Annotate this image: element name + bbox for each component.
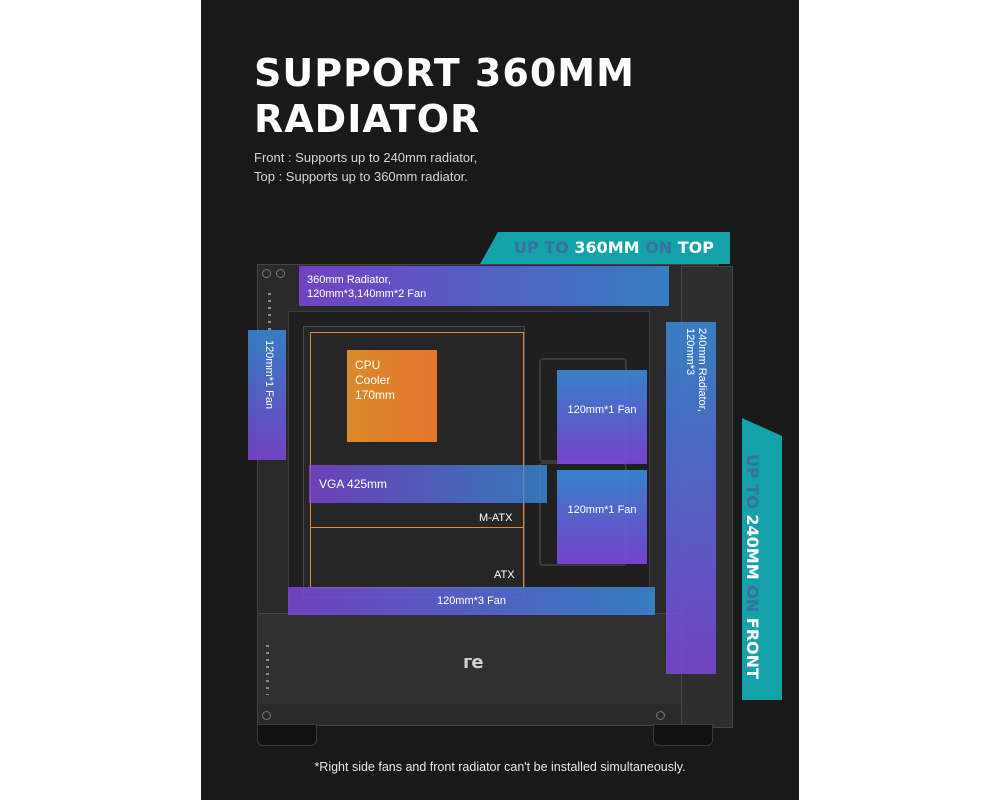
cpu-cooler-zone: CPU Cooler 170mm	[347, 350, 437, 442]
top-radiator-label-1: 360mm Radiator,	[307, 274, 391, 286]
headline: SUPPORT 360MM RADIATOR	[254, 50, 635, 142]
bottom-fans-label: 120mm*3 Fan	[436, 595, 507, 607]
screw	[262, 711, 271, 720]
product-panel: SUPPORT 360MM RADIATOR Front : Supports …	[201, 0, 799, 800]
front-banner-text: UP TO 240MM ON FRONT	[743, 454, 762, 679]
front-banner-part-2: 240MM	[743, 514, 762, 580]
front-banner	[742, 418, 782, 700]
side-fan-bottom-label: 120mm*1 Fan	[567, 504, 637, 516]
headline-line-2: RADIATOR	[254, 97, 481, 141]
top-banner-part-3: ON	[639, 238, 678, 257]
rear-fan-label: 120mm*1 Fan	[263, 340, 275, 410]
cpu-label-3: 170mm	[355, 388, 396, 402]
top-radiator-label-2: 120mm*3,140mm*2 Fan	[307, 288, 427, 300]
case-foot-left	[257, 724, 317, 746]
top-banner: UP TO 360MM ON TOP	[480, 232, 730, 264]
vent-dots-top-left	[268, 293, 271, 333]
case-foot-right	[653, 724, 713, 746]
matx-label: M-ATX	[479, 512, 513, 524]
vga-zone: VGA 425mm	[309, 465, 547, 503]
side-fan-top-zone: 120mm*1 Fan	[557, 370, 647, 464]
subtitle-line-1: Front : Supports up to 240mm radiator,	[254, 150, 478, 165]
rear-fan-zone: 120mm*1 Fan	[248, 330, 286, 460]
front-banner-part-4: FRONT	[743, 617, 762, 679]
side-fan-top-label: 120mm*1 Fan	[567, 404, 637, 416]
screw	[276, 269, 285, 278]
top-banner-part-1: UP TO	[513, 238, 575, 257]
front-radiator-label-1: 240mm Radiator,	[696, 328, 708, 412]
front-radiator-zone: 240mm Radiator, 120mm*3	[666, 322, 716, 674]
matx-outline	[310, 332, 524, 528]
brand-logo: ге	[463, 652, 484, 673]
top-radiator-zone: 360mm Radiator, 120mm*3,140mm*2 Fan	[299, 266, 669, 306]
cpu-label-2: Cooler	[355, 373, 391, 387]
front-banner-part-3: ON	[743, 579, 762, 618]
atx-label: ATX	[494, 569, 515, 581]
screw	[656, 711, 665, 720]
cpu-label-1: CPU	[355, 358, 381, 372]
footnote: *Right side fans and front radiator can'…	[314, 760, 686, 774]
front-banner-part-1: UP TO	[743, 454, 762, 515]
front-radiator-label-2: 120mm*3	[684, 328, 696, 376]
side-fan-bottom-zone: 120mm*1 Fan	[557, 470, 647, 564]
headline-line-1: SUPPORT 360MM	[254, 51, 635, 95]
subtitle-line-2: Top : Supports up to 360mm radiator.	[254, 169, 468, 184]
vent-dots-bottom-left	[266, 645, 269, 695]
bottom-fans-zone: 120mm*3 Fan	[288, 587, 655, 615]
top-banner-part-4: TOP	[677, 238, 714, 257]
top-banner-part-2: 360MM	[574, 238, 640, 257]
vga-label: VGA 425mm	[319, 477, 388, 491]
subtitle: Front : Supports up to 240mm radiator, T…	[254, 148, 477, 186]
screw	[262, 269, 271, 278]
